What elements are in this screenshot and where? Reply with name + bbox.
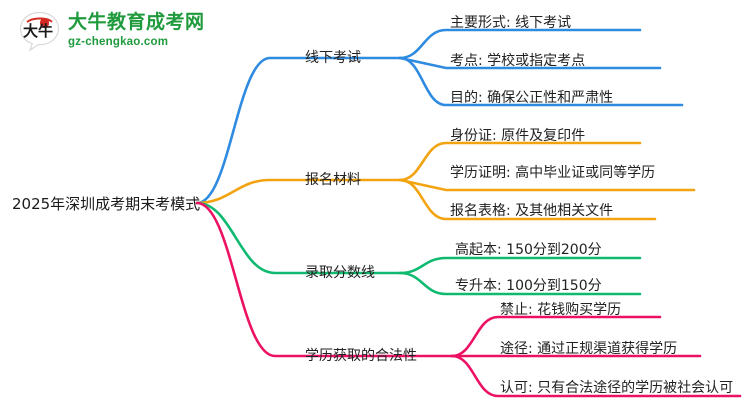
branch-3-connector (195, 201, 642, 296)
leaf-label-4-1[interactable]: 禁止: 花钱购买学历 (500, 302, 622, 318)
leaf-label-4-2[interactable]: 途径: 通过正规渠道获得学历 (500, 341, 678, 357)
branch-2-connector (195, 141, 696, 221)
leaf-label-2-3[interactable]: 报名表格: 及其他相关文件 (450, 203, 614, 219)
branch-label-xianxiakaoshi[interactable]: 线下考试 (305, 50, 361, 66)
logo-title-cn: 大牛教育成考网 (68, 11, 205, 33)
branch-4-connector (195, 201, 742, 398)
logo-wordmark: 大牛教育成考网 gz-chengkao.com (68, 11, 228, 53)
svg-text:大牛: 大牛 (23, 22, 53, 40)
branch-label-xueli-hefaxing[interactable]: 学历获取的合法性 (305, 348, 417, 364)
site-logo[interactable]: 大牛 大牛教育成考网 gz-chengkao.com (18, 8, 228, 56)
leaf-label-4-3[interactable]: 认可: 只有合法途径的学历被社会认可 (500, 380, 734, 396)
leaf-label-2-2[interactable]: 学历证明: 高中毕业证或同等学历 (450, 165, 656, 181)
leaf-label-3-2[interactable]: 专升本: 100分到150分 (455, 278, 602, 294)
branch-1-connector (195, 28, 684, 205)
branch-label-baomingcailiao[interactable]: 报名材料 (305, 172, 361, 188)
leaf-label-1-3[interactable]: 目的: 确保公正性和严肃性 (450, 90, 614, 106)
daniu-speech-bubble-logo-icon: 大牛 (18, 10, 62, 52)
mindmap-root-label[interactable]: 2025年深圳成考期末考模式 (12, 195, 201, 213)
leaf-label-2-1[interactable]: 身份证: 原件及复印件 (450, 128, 586, 144)
branch-label-luqufenshuxian[interactable]: 录取分数线 (305, 265, 375, 281)
logo-title-en: gz-chengkao.com (68, 36, 169, 48)
leaf-label-3-1[interactable]: 高起本: 150分到200分 (455, 242, 602, 258)
leaf-label-1-1[interactable]: 主要形式: 线下考试 (450, 15, 572, 31)
leaf-label-1-2[interactable]: 考点: 学校或指定考点 (450, 53, 586, 69)
